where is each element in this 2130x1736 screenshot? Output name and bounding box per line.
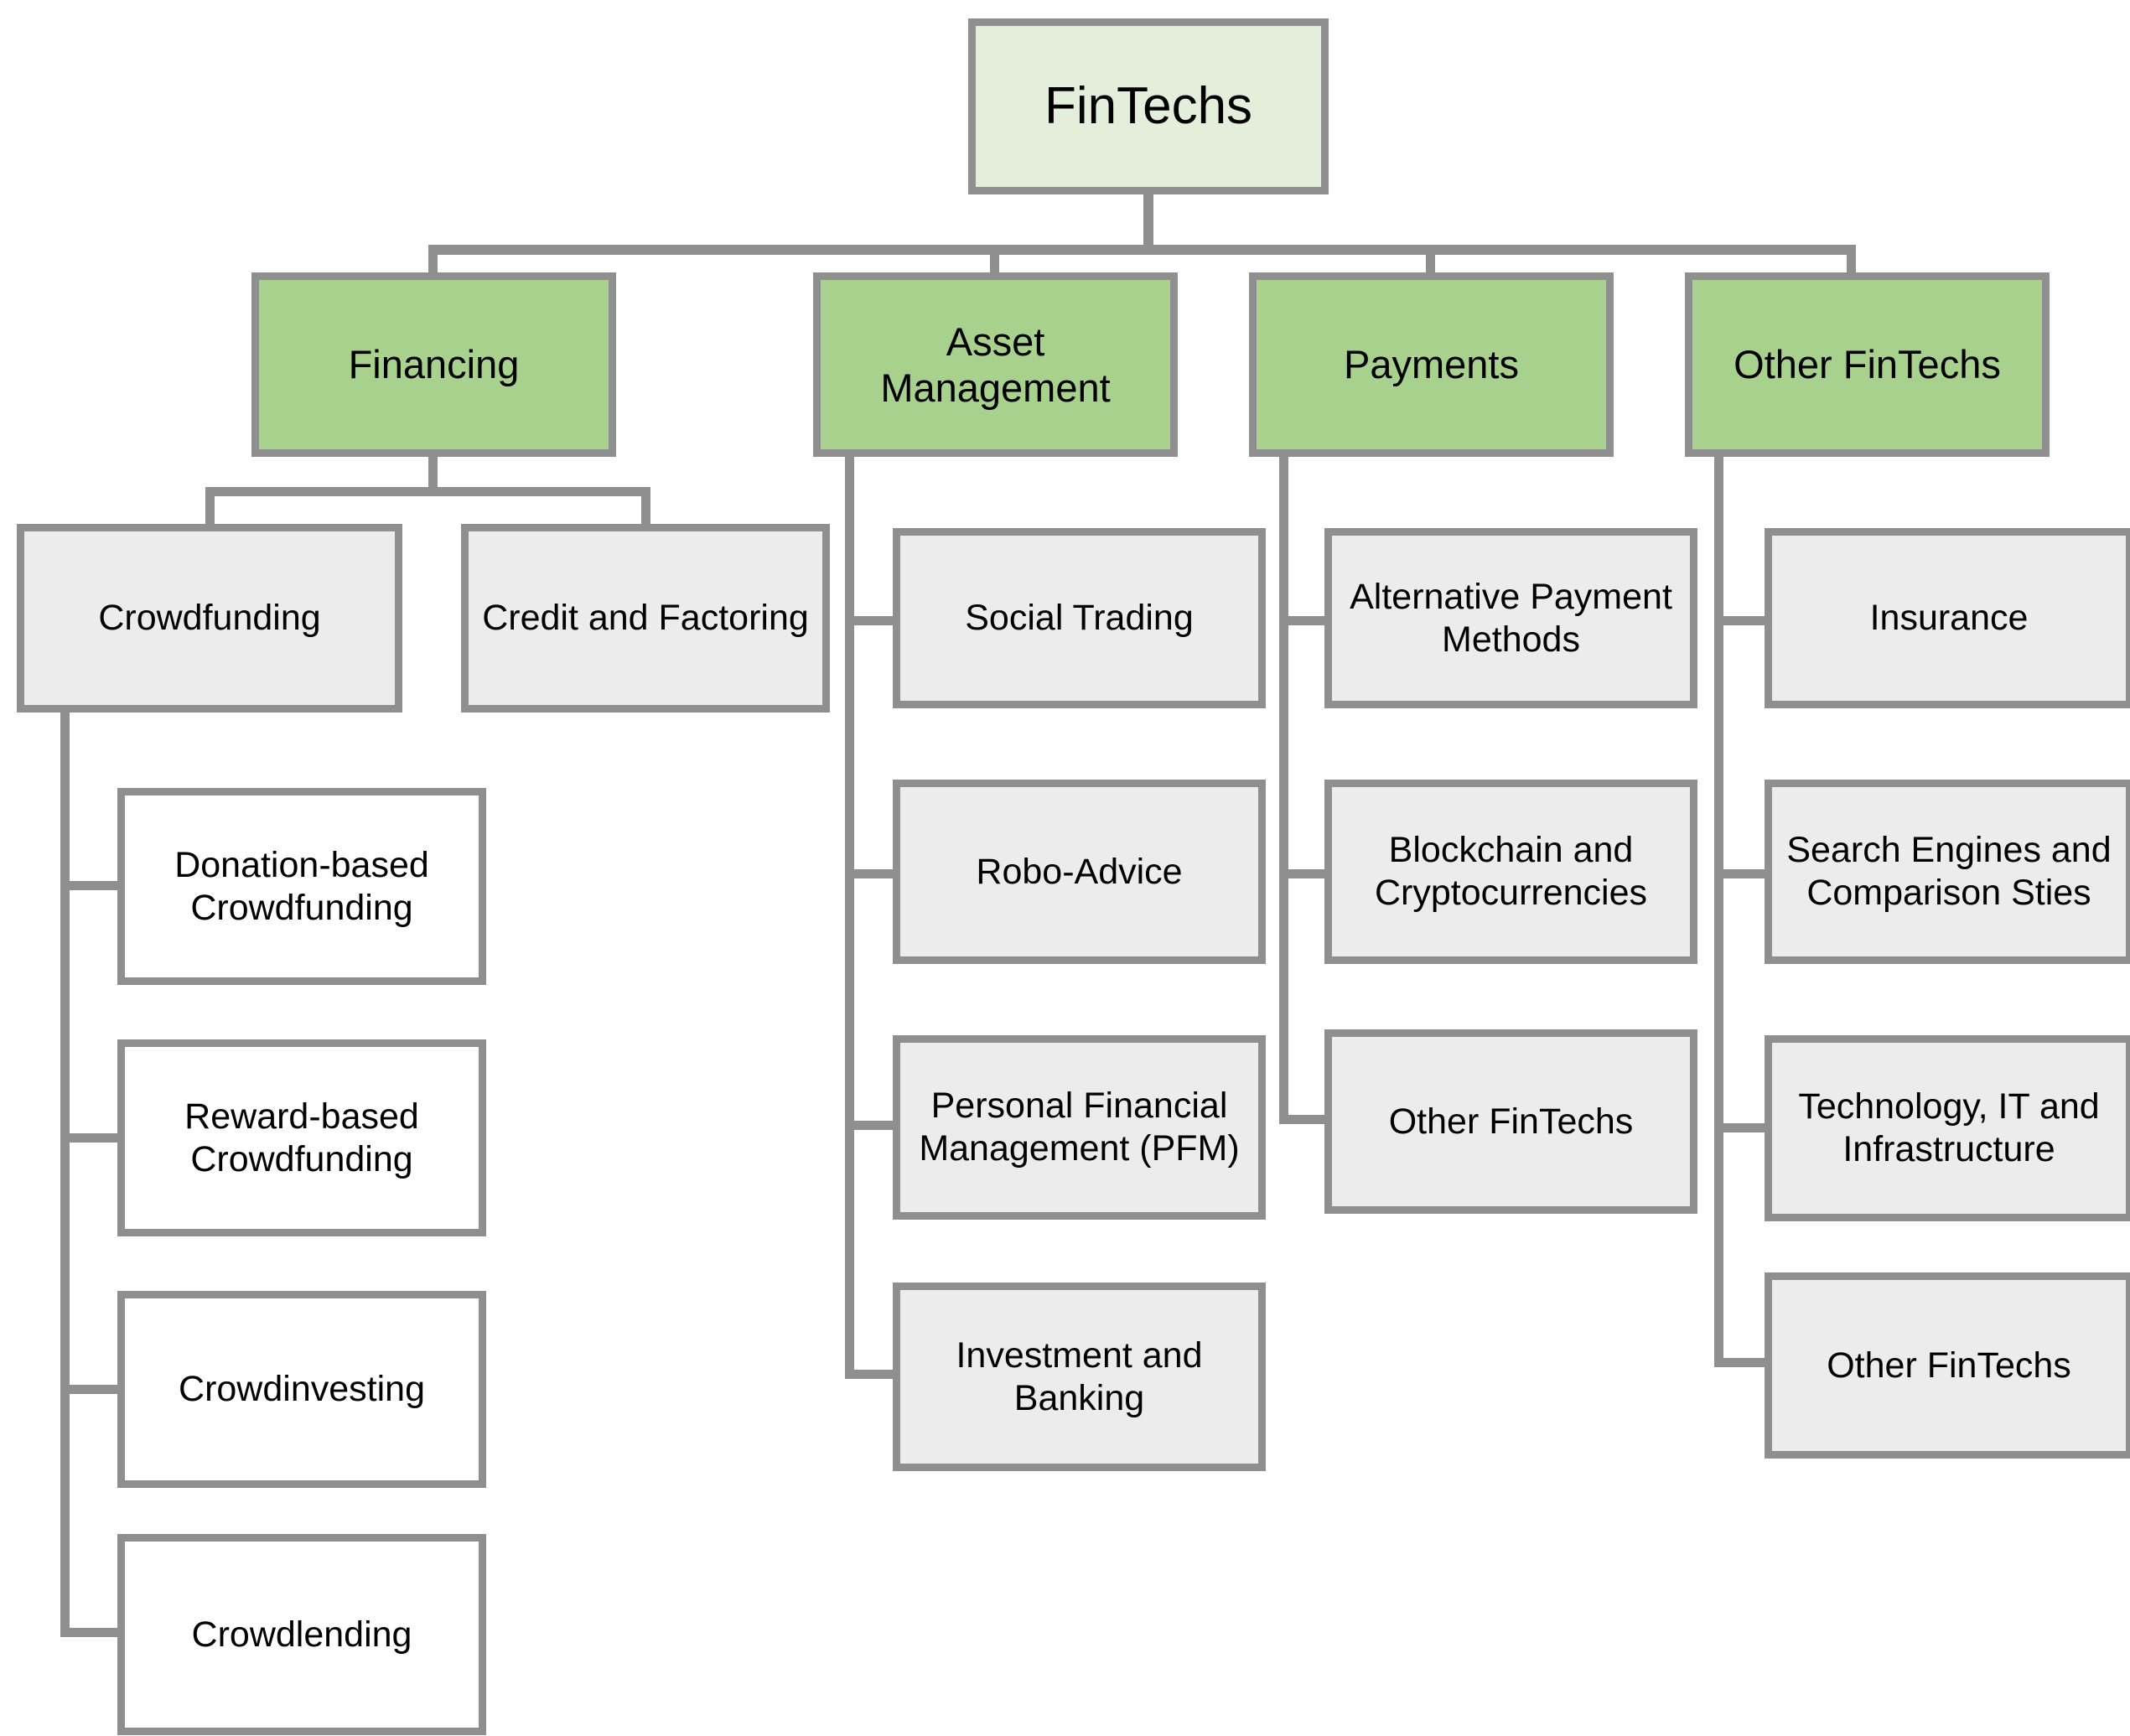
node-alternative-payment-methods[interactable]: Alternative Payment Methods xyxy=(1324,528,1697,708)
node-label: Reward-based Crowdfunding xyxy=(184,1096,419,1179)
connector-stub-reward-based xyxy=(60,1133,122,1143)
connector-stub-payments-other-fintechs xyxy=(1279,1115,1328,1124)
connector-stub-donation-based xyxy=(60,881,122,890)
connector-financing-stem xyxy=(428,457,438,496)
node-label: Blockchain and Cryptocurrencies xyxy=(1375,830,1647,913)
connector-stub-crowdlending xyxy=(60,1628,122,1637)
node-crowdfunding[interactable]: Crowdfunding xyxy=(17,524,402,713)
node-label: Insurance xyxy=(1869,598,2029,639)
connector-drop-financing xyxy=(428,245,438,272)
node-technology-it-and-infrastructure[interactable]: Technology, IT and Infrastructure xyxy=(1765,1035,2130,1221)
node-crowdlending[interactable]: Crowdlending xyxy=(117,1534,486,1735)
node-label: Other FinTechs xyxy=(1827,1345,2071,1386)
connector-stub-social-trading xyxy=(845,616,895,625)
node-robo-advice[interactable]: Robo-Advice xyxy=(893,780,1266,964)
connector-drop-crowdfunding xyxy=(205,487,215,524)
node-category-payments[interactable]: Payments xyxy=(1249,272,1614,457)
node-search-engines-and-comparison-sties[interactable]: Search Engines and Comparison Sties xyxy=(1765,780,2130,964)
connector-stub-investment-banking xyxy=(845,1370,895,1379)
node-reward-based-crowdfunding[interactable]: Reward-based Crowdfunding xyxy=(117,1039,486,1236)
node-investment-and-banking[interactable]: Investment and Banking xyxy=(893,1283,1266,1471)
node-label: Financing xyxy=(348,342,520,387)
connector-stub-robo-advice xyxy=(845,869,895,878)
node-category-other-fintechs[interactable]: Other FinTechs xyxy=(1685,272,2050,457)
node-label: Other FinTechs xyxy=(1388,1101,1634,1142)
node-label: Technology, IT and Infrastructure xyxy=(1798,1086,2100,1169)
node-label: Alternative Payment Methods xyxy=(1350,576,1672,660)
node-social-trading[interactable]: Social Trading xyxy=(893,528,1266,708)
node-label: FinTechs xyxy=(1044,77,1253,136)
connector-payments-trunk xyxy=(1279,457,1288,1124)
node-label: Other FinTechs xyxy=(1734,342,2001,387)
connector-financing-bus xyxy=(205,487,650,496)
connector-stub-alt-payment-methods xyxy=(1279,616,1328,625)
node-insurance[interactable]: Insurance xyxy=(1765,528,2130,708)
node-crowdinvesting[interactable]: Crowdinvesting xyxy=(117,1291,486,1488)
connector-stub-technology-it xyxy=(1714,1123,1769,1132)
connector-drop-asset-management xyxy=(990,245,999,272)
node-category-asset-management[interactable]: Asset Management xyxy=(813,272,1178,457)
node-label: Donation-based Crowdfunding xyxy=(174,844,429,928)
node-blockchain-and-cryptocurrencies[interactable]: Blockchain and Cryptocurrencies xyxy=(1324,780,1697,964)
node-label: Crowdlending xyxy=(191,1614,412,1655)
connector-stub-other-other-fintechs xyxy=(1714,1358,1769,1367)
node-label: Payments xyxy=(1344,342,1519,387)
node-label: Crowdinvesting xyxy=(179,1369,425,1410)
node-label: Credit and Factoring xyxy=(482,598,809,639)
node-label: Investment and Banking xyxy=(956,1334,1203,1418)
node-label: Search Engines and Comparison Sties xyxy=(1786,830,2112,913)
node-label: Social Trading xyxy=(965,598,1194,639)
connector-stub-insurance xyxy=(1714,616,1769,625)
node-root-fintechs[interactable]: FinTechs xyxy=(968,18,1329,194)
node-payments-other-fintechs[interactable]: Other FinTechs xyxy=(1324,1029,1697,1214)
node-other-other-fintechs[interactable]: Other FinTechs xyxy=(1765,1272,2130,1459)
node-label: Crowdfunding xyxy=(98,598,321,639)
node-category-financing[interactable]: Financing xyxy=(251,272,616,457)
node-label: Robo-Advice xyxy=(976,851,1183,892)
node-label: Personal Financial Management (PFM) xyxy=(919,1086,1240,1169)
connector-stub-pfm xyxy=(845,1121,895,1130)
connector-drop-credit-factoring xyxy=(641,487,650,524)
connector-crowdfunding-trunk xyxy=(60,713,70,1637)
connector-stub-crowdinvesting xyxy=(60,1385,122,1394)
node-personal-financial-management[interactable]: Personal Financial Management (PFM) xyxy=(893,1035,1266,1220)
connector-root-stem xyxy=(1143,194,1153,245)
node-label: Asset Management xyxy=(880,319,1111,410)
connector-stub-search-engines xyxy=(1714,869,1769,878)
connector-drop-other-fintechs xyxy=(1847,245,1856,272)
connector-other-fintechs-trunk xyxy=(1714,457,1723,1366)
connector-root-bus xyxy=(428,245,1856,255)
connector-asset-management-trunk xyxy=(845,457,854,1379)
connector-stub-blockchain-crypto xyxy=(1279,869,1328,878)
node-credit-and-factoring[interactable]: Credit and Factoring xyxy=(461,524,830,713)
connector-drop-payments xyxy=(1426,245,1435,272)
node-donation-based-crowdfunding[interactable]: Donation-based Crowdfunding xyxy=(117,788,486,985)
